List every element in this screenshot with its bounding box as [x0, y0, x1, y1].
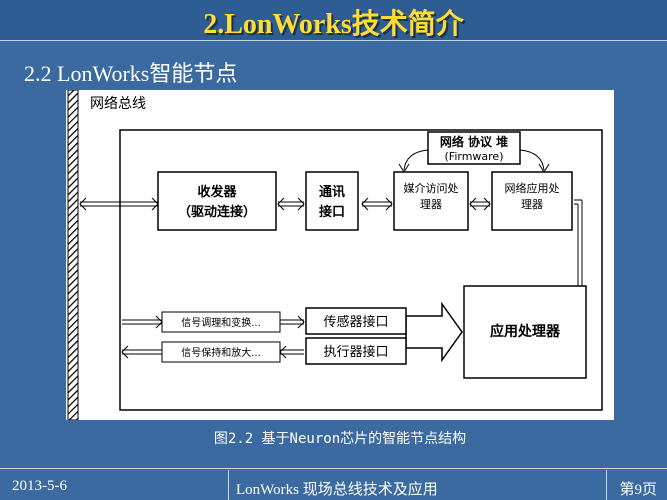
netapp-processor-box	[491, 171, 573, 231]
bus-transceiver-arrow	[79, 197, 159, 211]
media-netapp-arrow	[469, 197, 491, 211]
actuator-interface-label: 执行器接口	[323, 344, 388, 360]
diagram-svg: 网络总线 收发器 （驱动连接） 通讯 接口	[67, 89, 603, 421]
sensor-interface-box	[305, 307, 407, 335]
node-frame	[119, 129, 603, 411]
app-processor-box	[463, 285, 587, 379]
signal-in-arrow	[122, 315, 305, 329]
transceiver-sublabel: （驱动连接）	[178, 204, 256, 220]
stack-netapp-curve	[519, 149, 545, 171]
footer-date: 2013-5-6	[12, 478, 67, 494]
footer-divider	[0, 468, 667, 469]
netapp-processor-sublabel: 理器	[521, 198, 543, 211]
title-divider	[0, 40, 667, 41]
io-to-app-arrow	[405, 301, 463, 363]
protocol-stack-label: 网络 协议 堆	[440, 134, 508, 149]
comm-media-arrow	[361, 197, 393, 211]
firmware-label: (Firmware)	[445, 150, 504, 163]
comm-label: 通讯	[319, 184, 345, 200]
media-processor-sublabel: 理器	[420, 198, 442, 211]
section-subtitle: 2.2 LonWorks智能节点	[24, 61, 238, 86]
signal-out-label: 信号保持和放大...	[181, 346, 261, 359]
signal-in-label: 信号调理和变换...	[181, 316, 261, 329]
stack-media-curve	[403, 149, 429, 171]
footer-separator	[228, 470, 229, 500]
protocol-stack-box	[427, 131, 521, 165]
actuator-interface-box	[305, 337, 407, 365]
transceiver-box	[157, 171, 277, 231]
transceiver-label: 收发器	[197, 184, 237, 200]
app-processor-label: 应用处理器	[490, 323, 561, 340]
netapp-processor-label: 网络应用处	[505, 181, 560, 195]
sensor-interface-label: 传感器接口	[323, 314, 388, 330]
comm-sublabel: 接口	[319, 204, 345, 220]
slide-title: 2.LonWorks技术简介	[203, 9, 464, 40]
media-processor-label: 媒介访问处	[404, 182, 459, 195]
transceiver-comm-arrow	[277, 197, 305, 211]
comm-interface-box	[305, 171, 359, 231]
footer-separator	[606, 470, 607, 500]
title-bar	[0, 0, 667, 40]
footer-page-number: 第9页	[619, 482, 657, 498]
media-processor-box	[393, 171, 469, 231]
footer-course: LonWorks 现场总线技术及应用	[236, 482, 438, 498]
node-structure-diagram: 网络总线 收发器 （驱动连接） 通讯 接口	[66, 89, 614, 421]
figure-caption: 图2.2 基于Neuron芯片的智能节点结构	[213, 431, 467, 447]
network-bus-bar	[67, 89, 79, 421]
signal-out-arrow	[121, 345, 304, 359]
bus-label: 网络总线	[90, 96, 146, 112]
